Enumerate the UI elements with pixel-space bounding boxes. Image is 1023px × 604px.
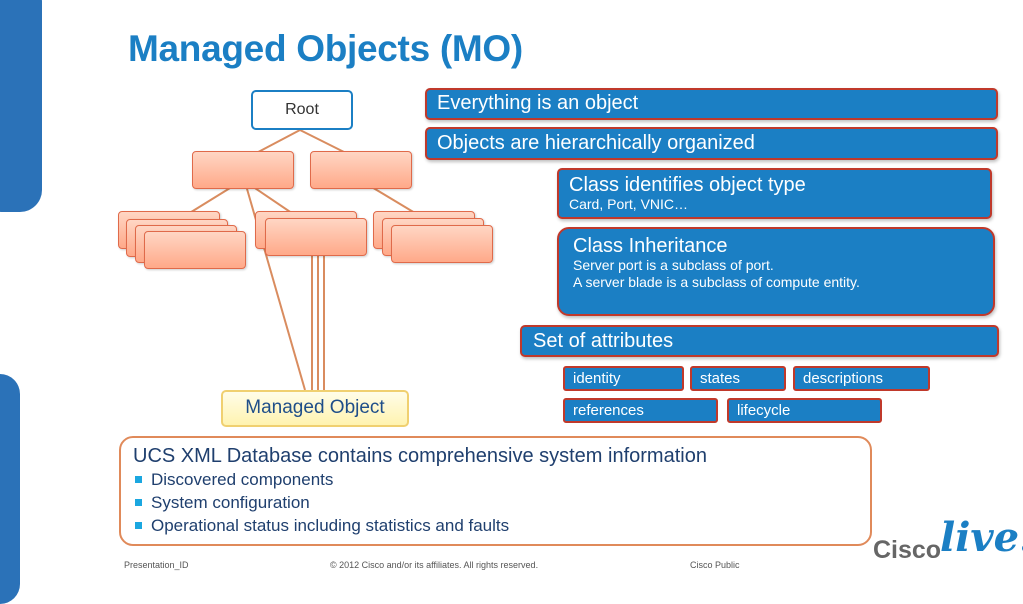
attr-descriptions: descriptions (793, 366, 930, 391)
footer-classification: Cisco Public (690, 560, 740, 570)
box-inheritance-title: Class Inheritance (573, 235, 728, 257)
tree-root-node: Root (251, 90, 353, 130)
managed-object-label: Managed Object (245, 397, 385, 418)
list-item: Operational status including statistics … (133, 514, 858, 537)
bullet-square-icon (135, 476, 142, 483)
attr-references: references (563, 398, 718, 423)
tree-node-level1-right (310, 151, 412, 189)
tree-node-level2 (144, 231, 246, 269)
cisco-logo-text: Cisco (873, 536, 942, 564)
box-attributes: Set of attributes (520, 325, 999, 357)
box-inheritance-line2: A server blade is a subclass of compute … (573, 274, 860, 290)
tree-root-label: Root (285, 101, 319, 118)
database-bullet-list: Discovered components System configurati… (133, 468, 858, 537)
box-hierarchical: Objects are hierarchically organized (425, 127, 998, 160)
footer-presentation-id: Presentation_ID (124, 560, 189, 570)
list-item: System configuration (133, 491, 858, 514)
list-item: Discovered components (133, 468, 858, 491)
bullet-square-icon (135, 522, 142, 529)
bullet-square-icon (135, 499, 142, 506)
tree-node-level1-left (192, 151, 294, 189)
tree-node-level2 (391, 225, 493, 263)
attr-lifecycle: lifecycle (727, 398, 882, 423)
slide-title: Managed Objects (MO) (128, 28, 523, 69)
decor-bar-bottom (0, 374, 20, 604)
box-hierarchical-text: Objects are hierarchically organized (437, 132, 755, 154)
box-everything-object-text: Everything is an object (437, 92, 639, 114)
attr-identity: identity (563, 366, 684, 391)
tree-node-level2 (265, 218, 367, 256)
database-info-box: UCS XML Database contains comprehensive … (119, 436, 872, 546)
box-class-type: Class identifies object type Card, Port,… (557, 168, 992, 219)
box-inheritance-line1: Server port is a subclass of port. (573, 257, 774, 273)
box-class-type-detail: Card, Port, VNIC… (569, 196, 689, 212)
decor-bar-top (0, 0, 42, 212)
attr-states: states (690, 366, 786, 391)
box-inheritance: Class Inheritance Server port is a subcl… (557, 227, 995, 316)
box-attributes-text: Set of attributes (533, 330, 674, 352)
database-heading: UCS XML Database contains comprehensive … (133, 445, 707, 467)
box-class-type-title: Class identifies object type (569, 174, 806, 196)
footer-copyright: © 2012 Cisco and/or its affiliates. All … (330, 560, 539, 570)
cisco-live-logo: live! (940, 514, 1023, 561)
box-everything-object: Everything is an object (425, 88, 998, 120)
managed-object-node: Managed Object (221, 390, 409, 427)
